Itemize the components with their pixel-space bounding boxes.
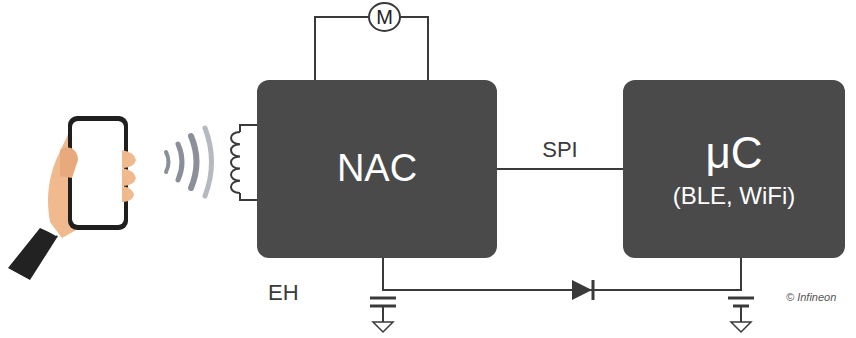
node-title: NAC [337, 148, 417, 190]
microcontroller-box: μC (BLE, WiFi) [623, 80, 845, 258]
diode-symbol [572, 280, 593, 300]
node-title: M [376, 6, 393, 28]
node-subtitle: (BLE, WiFi) [673, 183, 796, 209]
wire-connector [315, 17, 368, 80]
copyright-note: © Infineon [786, 292, 836, 303]
signal-label: SPI [542, 139, 577, 161]
storage-capacitor-symbol [728, 298, 754, 332]
motor-wire [398, 17, 428, 82]
capacitor-symbol [370, 298, 396, 332]
node-title: μC [705, 129, 762, 177]
wire-connector [383, 258, 741, 290]
motor-circle: M [368, 2, 401, 32]
pin-label: EH [268, 282, 299, 304]
wire-connector [497, 169, 623, 170]
chip-box: NAC [257, 80, 497, 258]
nfc-waves [166, 128, 212, 196]
hand-phone [8, 116, 136, 280]
antenna-coil [231, 125, 258, 200]
